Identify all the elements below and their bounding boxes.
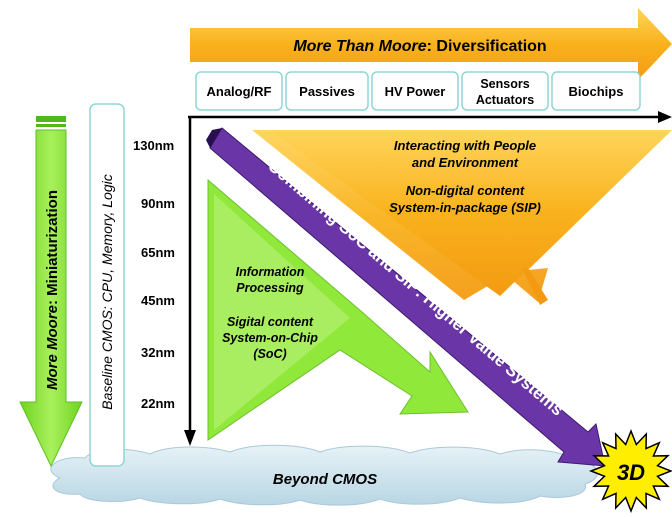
node-label: 130nm xyxy=(133,138,174,153)
svg-text:Sensors: Sensors xyxy=(480,77,529,91)
category-passives: Passives xyxy=(285,71,369,111)
interacting-triangle: Interacting with People and Environment … xyxy=(252,130,672,305)
starburst-label: 3D xyxy=(617,460,645,485)
category-boxes: Analog/RF Passives HV Power Sensors Actu… xyxy=(195,71,641,111)
more-than-moore-title: More Than Moore: Diversification xyxy=(293,38,546,55)
node-labels: 130nm 90nm 65nm 45nm 32nm 22nm xyxy=(133,138,175,411)
node-label: 22nm xyxy=(141,396,175,411)
svg-text:Sigital content: Sigital content xyxy=(227,315,314,329)
more-than-moore-arrow: More Than Moore: Diversification xyxy=(190,8,672,80)
svg-text:(SoC): (SoC) xyxy=(253,347,286,361)
svg-text:Processing: Processing xyxy=(236,281,304,295)
information-processing-triangle: Information Processing Sigital content S… xyxy=(207,178,469,441)
svg-text:Analog/RF: Analog/RF xyxy=(207,84,272,99)
node-label: 32nm xyxy=(141,345,175,360)
svg-text:Interacting with People: Interacting with People xyxy=(394,138,536,153)
svg-text:HV Power: HV Power xyxy=(385,84,446,99)
svg-text:System-on-Chip: System-on-Chip xyxy=(222,331,318,345)
svg-text:and Environment: and Environment xyxy=(412,155,519,170)
beyond-cmos-cloud: Beyond CMOS xyxy=(50,444,598,506)
beyond-cmos-label: Beyond CMOS xyxy=(273,471,377,488)
svg-text:Information: Information xyxy=(236,265,305,279)
baseline-cmos-box: Baseline CMOS: CPU, Memory, Logic xyxy=(89,103,125,467)
svg-text:Non-digital content: Non-digital content xyxy=(406,183,525,198)
node-label: 90nm xyxy=(141,196,175,211)
more-moore-arrow: More Moore: Miniaturization xyxy=(19,116,83,468)
starburst-shape xyxy=(588,428,672,514)
3d-starburst: 3D xyxy=(588,428,672,514)
svg-text:Biochips: Biochips xyxy=(569,84,624,99)
node-label: 65nm xyxy=(141,245,175,260)
category-hv-power: HV Power xyxy=(371,71,459,111)
node-label: 45nm xyxy=(141,293,175,308)
svg-text:Passives: Passives xyxy=(299,84,355,99)
axes xyxy=(184,111,672,446)
baseline-cmos-label: Baseline CMOS: CPU, Memory, Logic xyxy=(99,174,115,409)
svg-text:System-in-package (SIP): System-in-package (SIP) xyxy=(389,200,541,215)
svg-text:Actuators: Actuators xyxy=(476,93,534,107)
category-biochips: Biochips xyxy=(551,71,641,111)
more-moore-label: More Moore: Miniaturization xyxy=(44,190,61,390)
category-analog-rf: Analog/RF xyxy=(195,71,283,111)
category-sensors-actuators: Sensors Actuators xyxy=(461,71,549,111)
